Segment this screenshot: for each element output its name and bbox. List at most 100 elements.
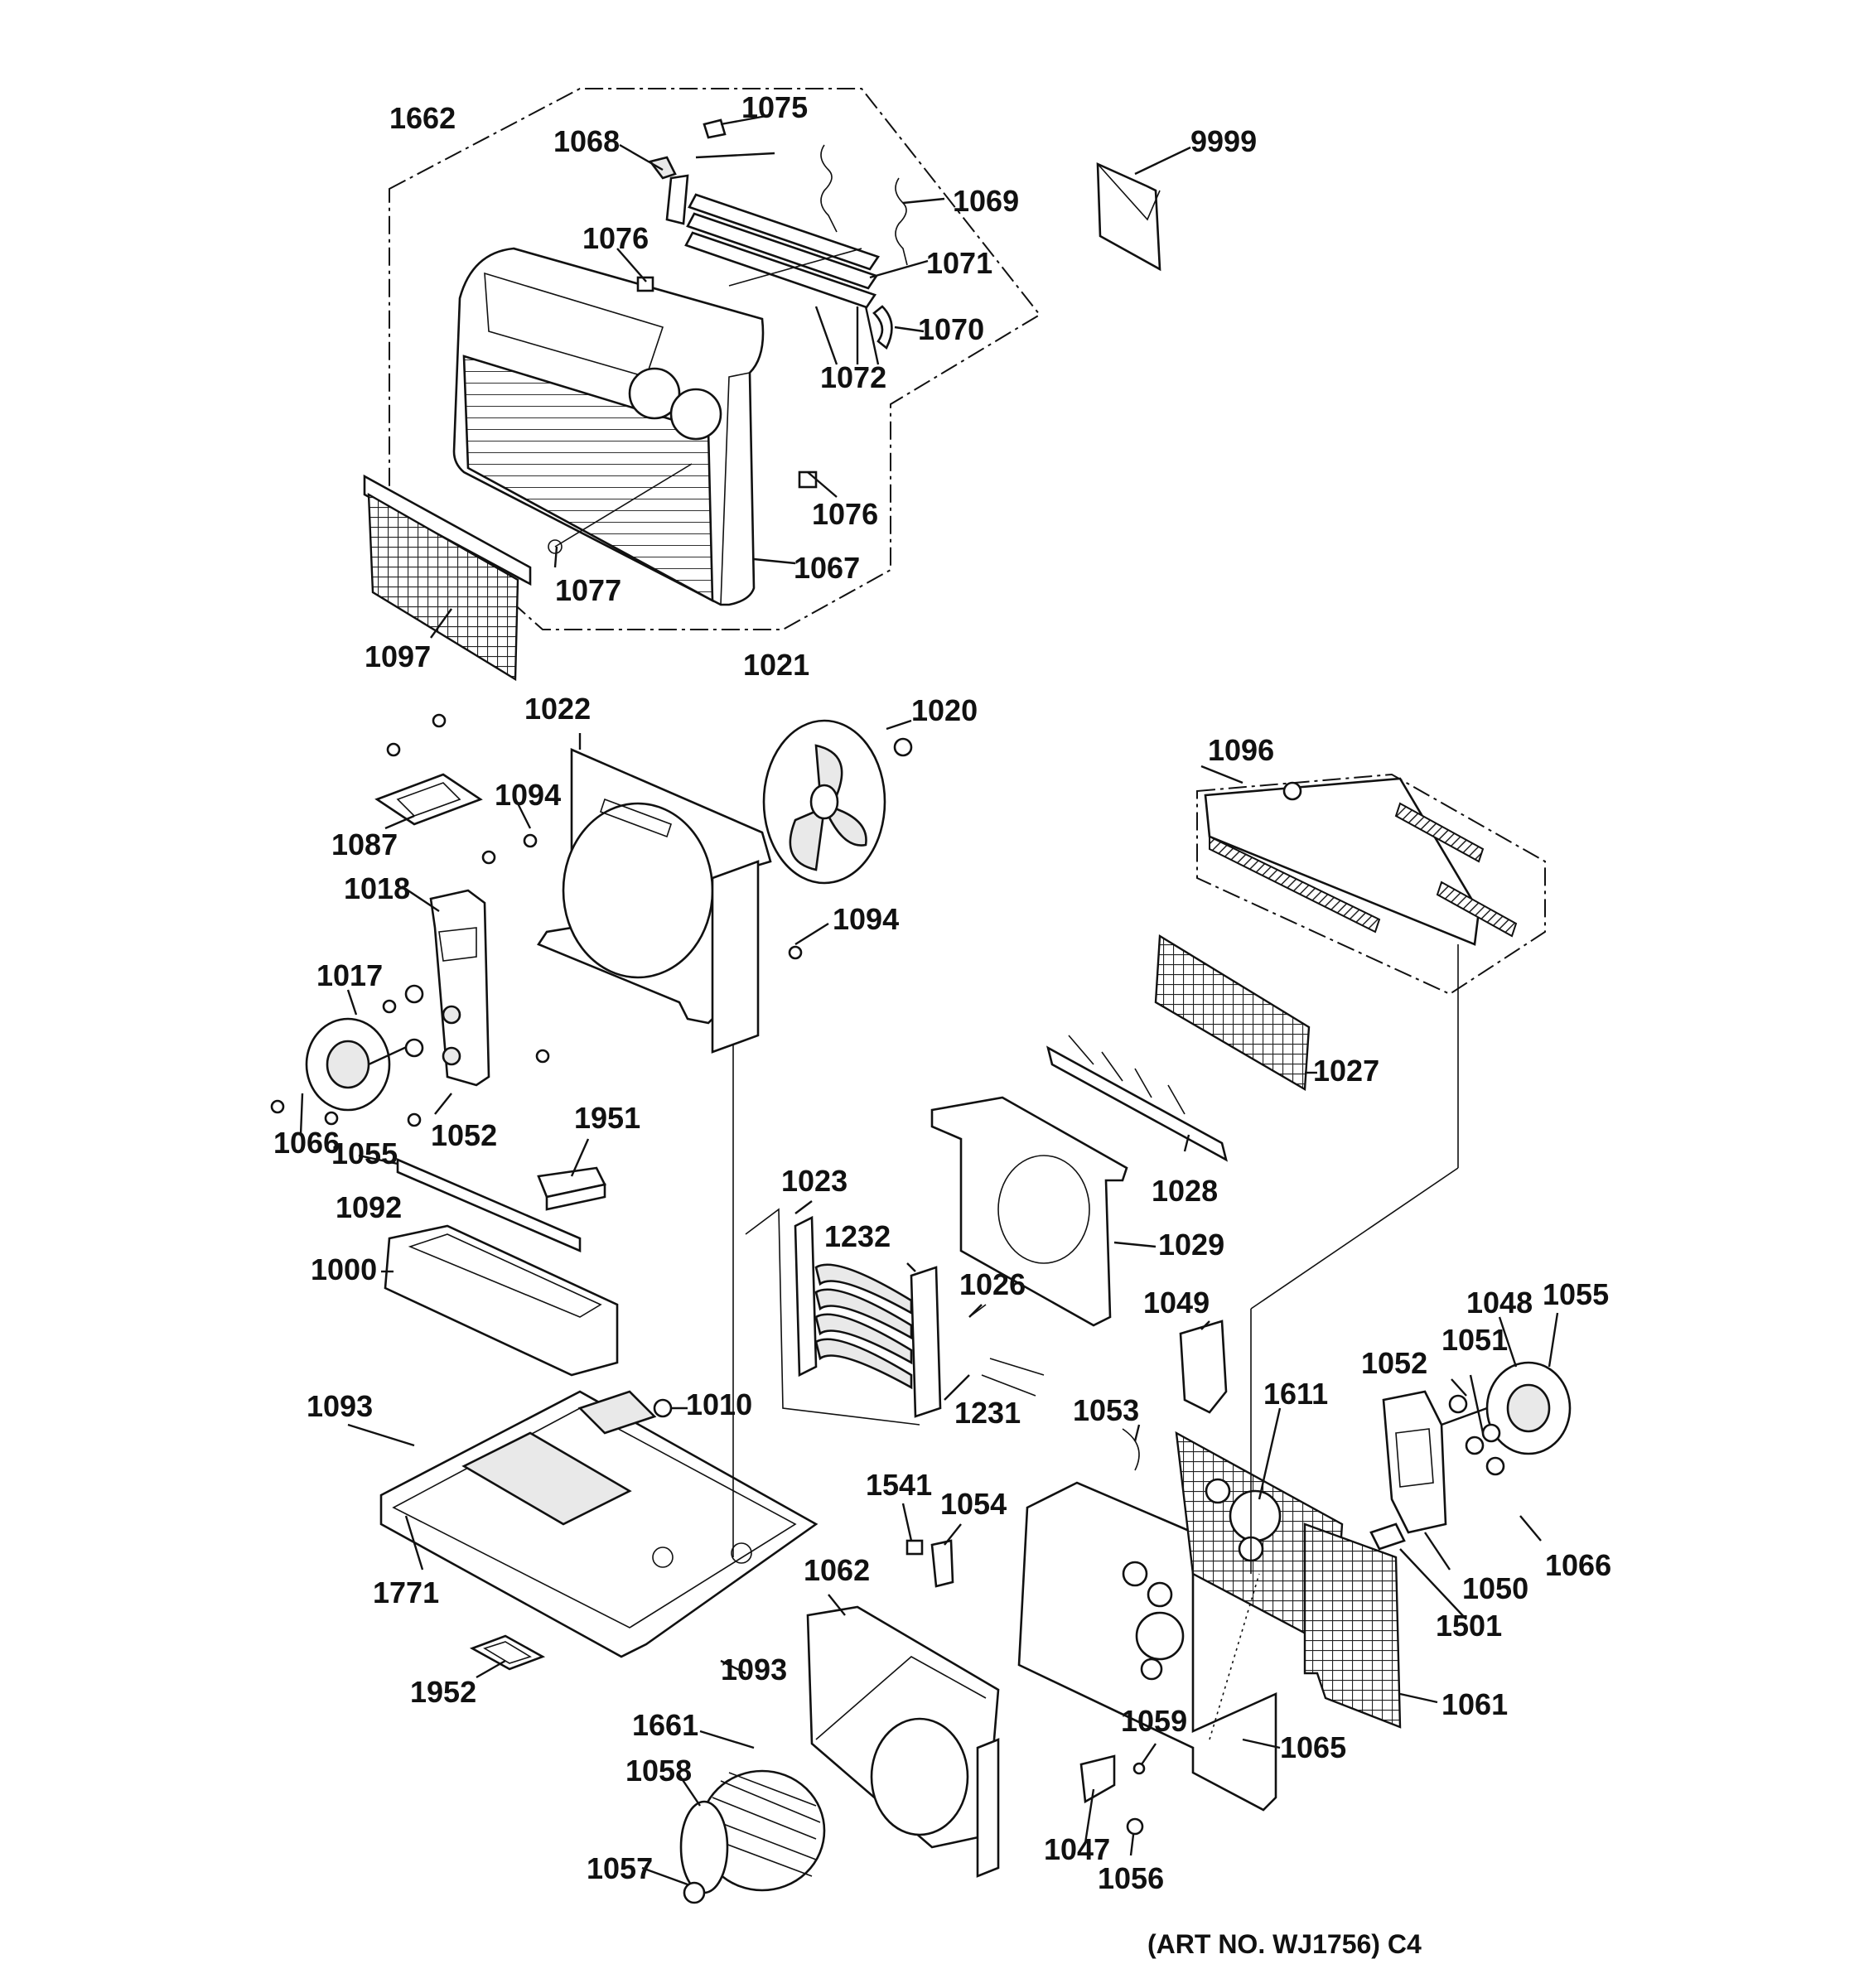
label-1026: 1026	[959, 1267, 1026, 1301]
clip-1053	[1122, 1428, 1140, 1471]
top-panel-1096	[1204, 777, 1518, 946]
clip-1069	[820, 144, 908, 266]
label-1661: 1661	[632, 1708, 698, 1742]
label-1055-right: 1055	[1543, 1277, 1609, 1311]
label-1066-right: 1066	[1545, 1548, 1611, 1582]
label-1075: 1075	[741, 90, 808, 124]
label-1017: 1017	[316, 958, 383, 992]
group-outline-1096	[1196, 773, 1546, 996]
label-1065: 1065	[1280, 1730, 1346, 1764]
screws-left	[270, 713, 803, 1127]
label-1076-mid: 1076	[812, 497, 878, 531]
blower-housing-1062	[806, 1605, 1000, 1878]
label-1501: 1501	[1436, 1609, 1502, 1643]
motor-bracket-1018	[429, 889, 490, 1087]
fan-blade-1021	[762, 719, 886, 885]
label-9999: 9999	[1190, 124, 1257, 158]
label-1051: 1051	[1441, 1323, 1508, 1357]
label-1076-top: 1076	[582, 221, 649, 255]
label-1231: 1231	[954, 1396, 1021, 1430]
label-1027: 1027	[1313, 1054, 1379, 1088]
label-1541: 1541	[866, 1468, 932, 1502]
label-1094-upper: 1094	[495, 778, 561, 812]
label-1072: 1072	[820, 360, 886, 394]
label-1010: 1010	[686, 1387, 752, 1421]
label-1059: 1059	[1121, 1704, 1187, 1738]
label-1097: 1097	[365, 639, 431, 673]
label-1094-lower: 1094	[833, 902, 899, 936]
nut-1057	[683, 1881, 706, 1904]
nut-1020	[893, 737, 913, 757]
label-1077: 1077	[555, 573, 621, 607]
label-1069: 1069	[953, 184, 1019, 218]
partition-bracket-1029	[930, 1096, 1128, 1327]
label-1662: 1662	[389, 101, 456, 135]
cover-1049	[1179, 1320, 1228, 1414]
label-1092: 1092	[336, 1190, 402, 1224]
label-1093-left: 1093	[307, 1389, 373, 1423]
bushings-1051	[1448, 1394, 1505, 1476]
label-1022: 1022	[524, 692, 591, 726]
label-1023: 1023	[781, 1164, 847, 1198]
condenser-shroud-1022	[537, 748, 772, 1054]
partition-1065	[1017, 1481, 1277, 1812]
bracket-1070	[872, 305, 893, 350]
label-1050: 1050	[1462, 1571, 1528, 1605]
label-1066-left: 1066	[273, 1126, 340, 1160]
air-filter-1097	[363, 474, 532, 682]
grille-louvers-1071-1072	[684, 193, 881, 309]
label-1028: 1028	[1152, 1174, 1218, 1208]
label-1054: 1054	[940, 1487, 1007, 1521]
label-1068: 1068	[553, 124, 620, 158]
label-1053: 1053	[1073, 1393, 1139, 1427]
label-1232: 1232	[824, 1219, 891, 1253]
label-1047: 1047	[1044, 1832, 1110, 1866]
barrier-mesh-1611	[1175, 1431, 1344, 1650]
label-1048: 1048	[1466, 1286, 1533, 1320]
label-1771: 1771	[373, 1575, 439, 1609]
label-1000: 1000	[311, 1252, 377, 1286]
label-1020: 1020	[911, 693, 978, 727]
label-1018: 1018	[344, 871, 410, 905]
clip-1054	[930, 1539, 954, 1588]
label-1952: 1952	[410, 1675, 476, 1709]
label-1061: 1061	[1441, 1687, 1508, 1721]
label-1070: 1070	[918, 312, 984, 346]
bracket-1541	[905, 1539, 924, 1556]
barrier-mesh-1061	[1303, 1522, 1402, 1729]
part-labels: 1662 1075 1068 9999 1069 1076 1071 1070 …	[273, 90, 1611, 1895]
leader-lines	[299, 114, 1559, 1886]
label-1057: 1057	[587, 1851, 653, 1885]
rail-1028	[1046, 1035, 1228, 1162]
envelope-9999	[1096, 146, 1191, 272]
screw-1056	[1126, 1817, 1144, 1836]
label-1087: 1087	[331, 828, 398, 861]
label-1062: 1062	[804, 1553, 870, 1587]
clip-1075	[703, 118, 727, 139]
grommet-1059	[1132, 1762, 1146, 1775]
label-1951: 1951	[574, 1101, 640, 1135]
blower-wheel-1058	[679, 1769, 826, 1894]
thermostat-1047	[1079, 1754, 1116, 1804]
label-1049: 1049	[1143, 1286, 1210, 1320]
label-1055-left: 1055	[331, 1136, 398, 1170]
plate-1087	[374, 773, 483, 826]
label-1067: 1067	[794, 551, 860, 585]
fan-motor-1017	[305, 984, 424, 1112]
condenser-screen-1027	[1154, 934, 1311, 1092]
label-1058: 1058	[625, 1754, 692, 1788]
gasket-1952	[469, 1634, 546, 1671]
label-1052-right: 1052	[1361, 1346, 1427, 1380]
switch-1501	[1369, 1522, 1406, 1551]
tray-1000	[384, 1224, 619, 1377]
label-1093-right: 1093	[721, 1653, 787, 1686]
motor-1048	[1441, 1361, 1572, 1455]
screw-1010	[653, 1398, 673, 1418]
label-1029: 1029	[1158, 1228, 1224, 1262]
wire-harness-1026	[968, 1304, 1045, 1397]
base-pan-1771	[379, 1390, 819, 1658]
motor-bracket-1050	[1382, 1390, 1447, 1534]
label-1611: 1611	[1263, 1377, 1328, 1411]
label-1071: 1071	[926, 246, 992, 280]
